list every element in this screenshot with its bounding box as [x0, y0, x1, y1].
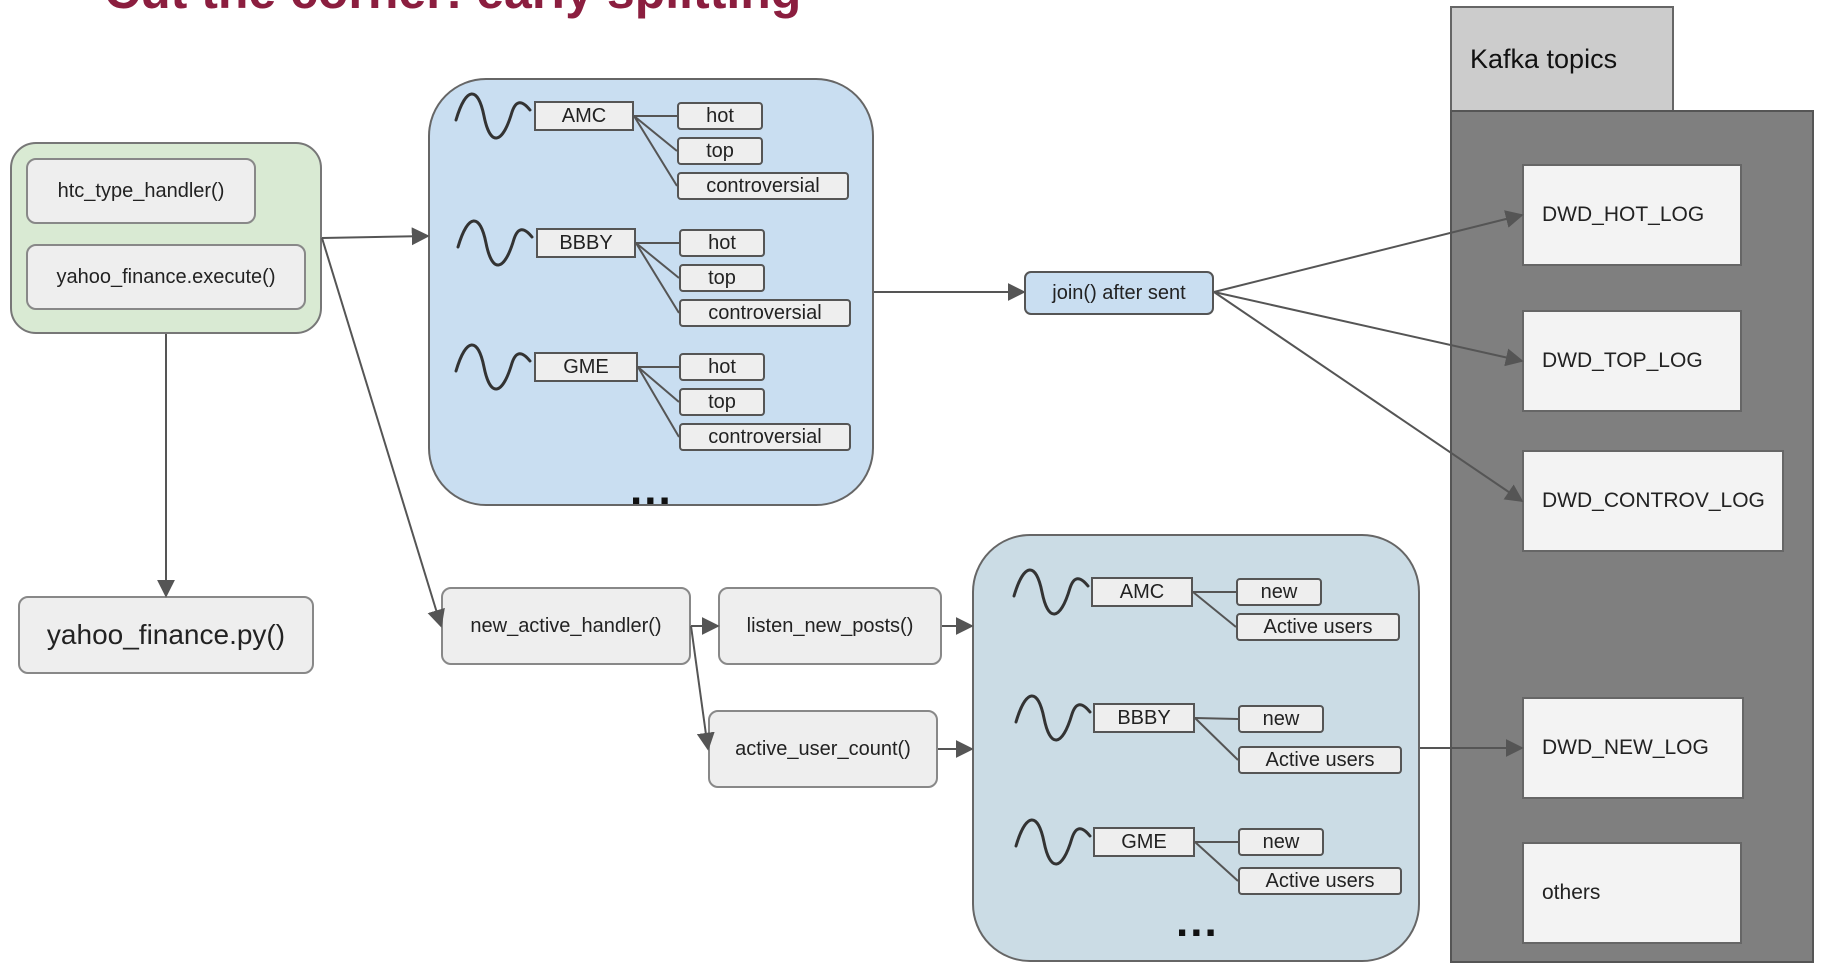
ticker-bbby: BBBY — [1093, 703, 1195, 733]
type-top: top — [677, 137, 763, 165]
stream-squiggle — [454, 92, 532, 140]
yahoo-py-box: yahoo_finance.py() — [18, 596, 314, 674]
listen-new-posts-box: listen_new_posts() — [718, 587, 942, 665]
topic-dwd-top-log: DWD_TOP_LOG — [1522, 310, 1742, 412]
topic-dwd-new-log: DWD_NEW_LOG — [1522, 697, 1744, 799]
join-box: join() after sent — [1024, 271, 1214, 315]
ticker-amc: AMC — [1091, 577, 1193, 607]
arrow-to-ticker-group — [321, 227, 430, 246]
kafka-tab — [1450, 6, 1674, 112]
type-hot: hot — [677, 102, 763, 130]
arrow-to-active-user-count — [690, 625, 715, 751]
type-controversial: controversial — [679, 299, 851, 327]
type-active-users: Active users — [1238, 867, 1402, 895]
topic-others: others — [1522, 842, 1742, 944]
page-title: Cut the corner: early splitting — [104, 0, 801, 16]
ticker-bbby: BBBY — [536, 228, 636, 258]
stream-squiggle — [456, 219, 534, 267]
stream-squiggle — [1014, 818, 1092, 866]
stream-squiggle — [454, 343, 532, 391]
type-top: top — [679, 264, 765, 292]
type-hot: hot — [679, 353, 765, 381]
type-hot: hot — [679, 229, 765, 257]
type-active-users: Active users — [1238, 746, 1402, 774]
yahoo-execute-box: yahoo_finance.execute() — [26, 244, 306, 310]
new-active-handler-box: new_active_handler() — [441, 587, 691, 665]
type-new: new — [1236, 578, 1322, 606]
ticker-gme: GME — [534, 352, 638, 382]
type-new: new — [1238, 705, 1324, 733]
type-top: top — [679, 388, 765, 416]
active-user-count-box: active_user_count() — [708, 710, 938, 788]
topic-dwd-controv-log: DWD_CONTROV_LOG — [1522, 450, 1784, 552]
kafka-topics-label: Kafka topics — [1470, 44, 1618, 74]
stream-squiggle — [1012, 568, 1090, 616]
arrow-to-dwd-controv-log — [1213, 291, 1524, 503]
ticker-amc: AMC — [534, 101, 634, 131]
stream-squiggle — [1014, 694, 1092, 742]
ticker-gme: GME — [1093, 827, 1195, 857]
type-controversial: controversial — [677, 172, 849, 200]
arrow-to-dwd-top-log — [1213, 291, 1524, 367]
arrow-to-dwd-hot-log — [1213, 210, 1524, 293]
type-new: new — [1238, 828, 1324, 856]
htc-type-handler-box: htc_type_handler() — [26, 158, 256, 224]
type-active-users: Active users — [1236, 613, 1400, 641]
type-controversial: controversial — [679, 423, 851, 451]
arrow-to-new-active-handler — [321, 237, 445, 628]
topic-dwd-hot-log: DWD_HOT_LOG — [1522, 164, 1742, 266]
